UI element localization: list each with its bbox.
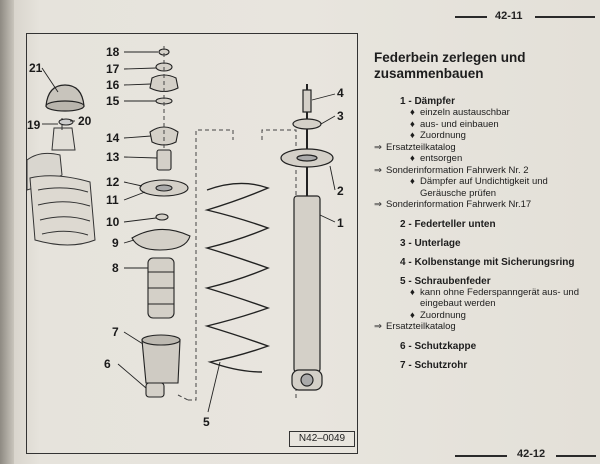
callout-11: 11	[106, 193, 119, 207]
reference-line: ⇒ Ersatzteilkatalog	[374, 142, 594, 154]
callout-3: 3	[337, 109, 344, 123]
leader-lines	[41, 51, 336, 413]
callout-21: 21	[29, 61, 43, 75]
bullet-line: ♦ einzeln austauschbar	[374, 107, 594, 119]
installed-strut-drawing	[26, 118, 96, 246]
parts-list-item: 7 - Schutzrohr	[374, 360, 594, 371]
callout-15: 15	[106, 94, 120, 108]
parts-list-panel: Federbein zerlegen und zusammenbauen 1 -…	[374, 50, 594, 371]
bullet-line: ♦ entsorgen	[374, 153, 594, 165]
figure-id: N42–0049	[289, 431, 355, 447]
parts-list-item-title: 3 - Unterlage	[400, 237, 461, 249]
callout-6: 6	[104, 357, 111, 371]
figure-frame	[26, 33, 358, 454]
parts-list-item: 5 - Schraubenfeder♦kann ohne Federspanng…	[374, 276, 594, 333]
binding-gutter	[0, 0, 14, 464]
parts-list-item-title: 4 - Kolbenstange mit Sicherungsring	[400, 256, 575, 268]
parts-list-item: 4 - Kolbenstange mit Sicherungsring	[374, 257, 594, 268]
bullet-line: ♦ Zuordnung	[374, 310, 594, 322]
parts-list-item-title: 7 - Schutzrohr	[400, 359, 468, 371]
callout-7: 7	[112, 325, 119, 339]
callout-12: 12	[106, 175, 120, 189]
bullet-icon: ♦	[410, 309, 415, 321]
part-6	[145, 382, 165, 398]
footer-rule-right	[556, 455, 596, 457]
bullet-icon: ♦	[410, 153, 415, 164]
coil-spring	[204, 182, 271, 373]
bullet-line: ♦ aus- und einbauen	[374, 119, 594, 131]
page-number-top: 42-11	[495, 10, 523, 22]
callout-18: 18	[106, 45, 120, 59]
parts-list-item-title: 5 - Schraubenfeder	[400, 275, 491, 287]
part-3	[292, 118, 322, 130]
bullet-line: ♦ Zuordnung	[374, 130, 594, 142]
parts-list-item: 3 - Unterlage	[374, 238, 594, 249]
callout-13: 13	[106, 150, 120, 164]
bullet-icon: ♦	[410, 286, 415, 298]
damper-assembly	[280, 84, 334, 391]
line-text: einzeln austauschbar	[420, 107, 510, 118]
callout-labels: 18 17 16 15 14 13 12 11 10 9 8 7 6 21 20…	[27, 45, 344, 429]
callout-19: 19	[27, 118, 41, 132]
part-13	[156, 149, 172, 171]
line-text: Sonderinformation Fahrwerk Nr. 2	[386, 164, 529, 176]
reference-line: ⇒ Sonderinformation Fahrwerk Nr.17	[374, 199, 594, 211]
parts-list-item-title: 2 - Federteller unten	[400, 218, 496, 230]
callout-4: 4	[337, 86, 344, 100]
footer-rule-left	[455, 455, 507, 457]
part-7	[141, 339, 181, 384]
parts-list-item: 6 - Schutzkappe	[374, 341, 594, 352]
arrow-icon: ⇒	[374, 199, 382, 210]
parts-list-item-title: 6 - Schutzkappe	[400, 340, 477, 352]
line-text: Ersatzteilkatalog	[386, 321, 456, 332]
reference-line: ⇒ Ersatzteilkatalog	[374, 321, 594, 333]
dome-part	[45, 84, 85, 112]
reference-line: ⇒ Sonderinformation Fahrwerk Nr. 2	[374, 165, 594, 177]
callout-10: 10	[106, 215, 120, 229]
bullet-line: ♦ kann ohne Federspanngerät aus- und eing…	[374, 287, 594, 310]
line-text: entsorgen	[420, 153, 463, 164]
parts-list-item-title: 1 - Dämpfer	[400, 96, 456, 107]
arrow-icon: ⇒	[374, 321, 382, 332]
part-9	[131, 228, 191, 251]
callout-1: 1	[337, 216, 344, 230]
parts-list: 1 - Dämpfer♦einzeln austauschbar♦aus- un…	[374, 96, 594, 371]
line-text: Dämpfer auf Undichtigkeit und Geräusche …	[420, 176, 548, 199]
line-text: kann ohne Federspanngerät aus- und einge…	[420, 286, 579, 310]
callout-9: 9	[112, 236, 119, 250]
arrow-icon: ⇒	[374, 164, 382, 176]
parts-list-item: 2 - Federteller unten	[374, 219, 594, 230]
callout-5: 5	[203, 415, 210, 429]
line-text: Zuordnung	[420, 309, 466, 321]
section-title: Federbein zerlegen und zusammenbauen	[374, 50, 526, 81]
part-1	[293, 195, 321, 373]
part-4	[302, 89, 312, 113]
bullet-icon: ♦	[410, 118, 415, 130]
callout-14: 14	[106, 131, 120, 145]
callout-20: 20	[78, 114, 92, 128]
header-rule-right	[535, 16, 595, 18]
parts-list-item: 1 - Dämpfer♦einzeln austauschbar♦aus- un…	[374, 96, 594, 211]
callout-17: 17	[106, 62, 120, 76]
callout-8: 8	[112, 261, 119, 275]
line-text: Ersatzteilkatalog	[386, 141, 456, 153]
part-10	[155, 213, 169, 221]
line-text: Zuordnung	[420, 130, 466, 141]
callout-16: 16	[106, 78, 120, 92]
page-number-bottom: 42-12	[517, 448, 546, 460]
arrow-icon: ⇒	[374, 141, 382, 153]
bullet-line: ♦ Dämpfer auf Undichtigkeit und Geräusche…	[374, 176, 594, 199]
bullet-icon: ♦	[410, 176, 415, 187]
callout-2: 2	[337, 184, 344, 198]
part-14	[149, 126, 179, 146]
header-rule-left	[455, 16, 487, 18]
line-text: Sonderinformation Fahrwerk Nr.17	[386, 199, 532, 210]
line-text: aus- und einbauen	[420, 118, 499, 130]
bullet-icon: ♦	[410, 107, 415, 118]
bullet-icon: ♦	[410, 130, 415, 141]
